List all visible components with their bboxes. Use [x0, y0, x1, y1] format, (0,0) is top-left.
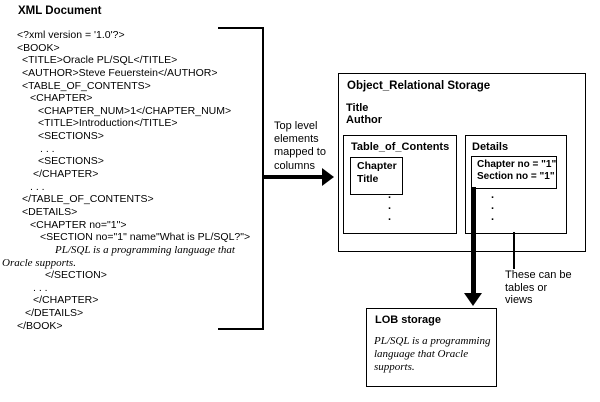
xml-code-line: <DETAILS>	[22, 205, 78, 218]
xml-code-line: </TABLE_OF_CONTENTS>	[22, 193, 154, 206]
table-of-contents-cell-box	[350, 157, 403, 195]
xml-code-line: <TITLE>Introduction</TITLE>	[38, 117, 178, 130]
table-of-contents-cell-text: Chapter Title	[357, 160, 397, 185]
xml-code-line: . . .	[33, 281, 48, 294]
callout-text: These can be tables or views	[505, 269, 572, 307]
xml-grouping-bracket	[218, 27, 264, 330]
xml-code-line: <TITLE>Oracle PL/SQL</TITLE>	[22, 54, 178, 67]
xml-code-line-italic: PL/SQL is a programming language that	[55, 243, 235, 256]
xml-code-line: </CHAPTER>	[33, 168, 99, 181]
xml-code-line: </BOOK>	[17, 319, 63, 332]
storage-top-columns: Title Author	[346, 102, 383, 127]
figure-title: XML Document	[18, 5, 102, 17]
table-of-contents-box	[343, 135, 457, 234]
storage-box-title: Object_Relational Storage	[347, 80, 491, 92]
lob-storage-text: PL/SQL is a programming language that Or…	[374, 335, 491, 373]
xml-code-line: <AUTHOR>Steve Feuerstein</AUTHOR>	[22, 66, 218, 79]
details-ellipsis: . . .	[491, 189, 495, 223]
xml-code-line: <CHAPTER_NUM>1</CHAPTER_NUM>	[38, 104, 232, 117]
callout-leader-line	[513, 232, 515, 269]
mapping-arrow-head-icon	[322, 168, 334, 186]
details-cell-box	[471, 156, 557, 189]
xml-code-line: </SECTION>	[45, 269, 107, 282]
xml-code-line: <SECTIONS>	[38, 130, 104, 143]
xml-code-line: <SECTIONS>	[38, 155, 104, 168]
xml-code-line: <SECTION no="1" name"What is PL/SQL?">	[40, 231, 251, 244]
xml-code-line: <CHAPTER>	[30, 92, 93, 105]
xml-code-line: <BOOK>	[17, 41, 60, 54]
xml-code-line: </CHAPTER>	[33, 294, 99, 307]
xml-code-line: . . .	[30, 180, 45, 193]
xml-code-block: <?xml version = '1.0'?> <BOOK> <TITLE>Or…	[2, 29, 257, 332]
xml-code-line-italic: Oracle supports.	[2, 256, 76, 269]
xml-code-line: <CHAPTER no="1">	[30, 218, 127, 231]
xml-code-line: . . .	[40, 142, 55, 155]
details-title: Details	[472, 141, 509, 153]
lob-arrow	[471, 187, 476, 294]
xml-code-line: <TABLE_OF_CONTENTS>	[22, 79, 151, 92]
object-relational-storage-box	[338, 73, 586, 252]
xml-code-line: </DETAILS>	[25, 307, 84, 320]
xml-code-line: <?xml version = '1.0'?>	[17, 29, 125, 41]
details-box	[465, 135, 567, 234]
lob-storage-box	[366, 308, 497, 387]
lob-arrow-head-icon	[464, 293, 482, 306]
table-of-contents-ellipsis: . . .	[388, 189, 392, 223]
table-of-contents-title: Table_of_Contents	[351, 141, 450, 153]
mapping-label: Top level elements mapped to columns	[274, 120, 326, 172]
mapping-arrow	[262, 175, 322, 179]
lob-storage-title: LOB storage	[375, 314, 442, 326]
details-cell-text: Chapter no = "1" Section no = "1"	[477, 159, 557, 183]
